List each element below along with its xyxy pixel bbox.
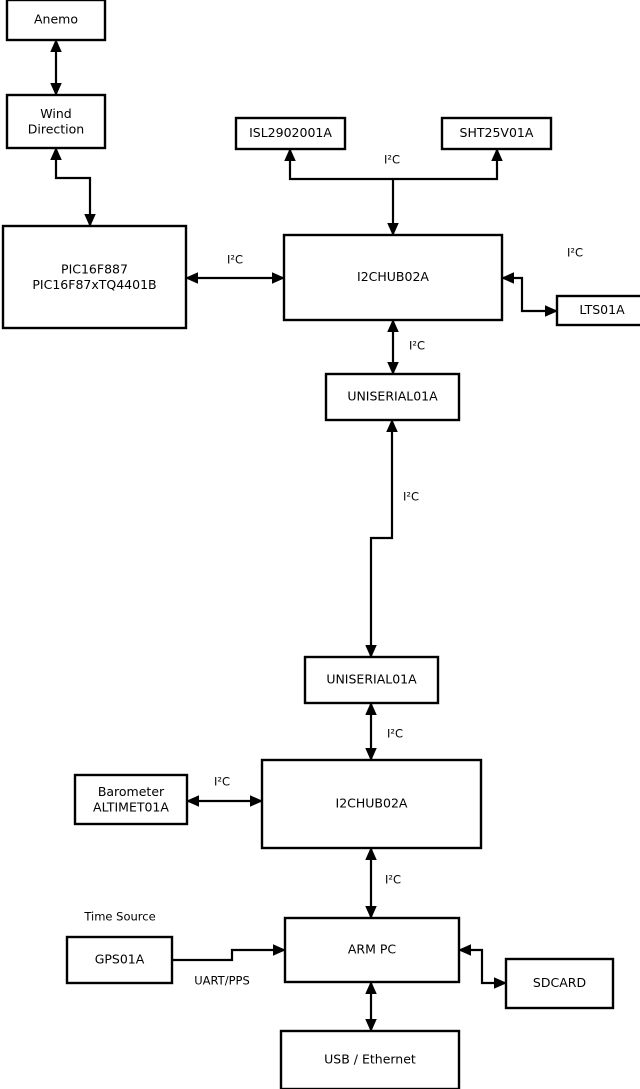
edge-line: [50, 146, 96, 228]
node-label-isl: ISL2902001A: [249, 125, 332, 140]
node-box-usb_eth[interactable]: [279, 1029, 461, 1089]
node-box-barometer[interactable]: [73, 773, 189, 826]
node-arm_pc[interactable]: ARM PC: [283, 916, 461, 984]
edge-hub-arm: I²C: [365, 846, 401, 920]
node-lts[interactable]: LTS01A: [555, 294, 640, 327]
edge-label-hub-lts: I²C: [567, 246, 583, 260]
edge-arm-sdcard: [457, 944, 508, 989]
node-box-uni_bottom[interactable]: [303, 655, 440, 705]
node-box-isl[interactable]: [234, 116, 347, 151]
node-box-lts[interactable]: [555, 294, 640, 327]
edge-label-hub-uni-top: I²C: [409, 339, 425, 353]
node-label-uni_top: UNISERIAL01A: [347, 389, 438, 404]
edge-hub-lts: I²C: [500, 246, 583, 317]
node-box-pic[interactable]: [1, 224, 188, 330]
edge-line: [500, 272, 559, 317]
edge-uni-uni-long: I²C: [365, 418, 419, 659]
edge-label-barometer-hub: I²C: [214, 775, 230, 789]
node-isl[interactable]: ISL2902001A: [234, 116, 347, 151]
node-label-hub_bottom: I2CHUB02A: [336, 796, 408, 811]
node-box-uni_top[interactable]: [324, 372, 461, 422]
edge-label-hub-isl-sht: I²C: [384, 153, 400, 167]
node-hub_bottom[interactable]: I2CHUB02A: [260, 758, 483, 850]
node-label-anemo: Anemo: [34, 12, 78, 27]
free-labels-layer: Time Source: [83, 910, 155, 924]
edge-label-uni-uni-long: I²C: [403, 490, 419, 504]
edge-hub-isl-sht: I²C: [284, 147, 503, 181]
edges-layer: I²C I²C I²C I²C I²C I²C I²C I²C UART/PPS: [50, 38, 583, 1033]
edge-label-gps-arm: UART/PPS: [194, 974, 250, 988]
node-hub_top[interactable]: I2CHUB02A: [282, 233, 504, 322]
node-box-hub_top[interactable]: [282, 233, 504, 322]
free-label-time_source: Time Source: [83, 910, 155, 924]
node-box-hub_bottom[interactable]: [260, 758, 483, 850]
edge-line: [365, 418, 398, 659]
node-anemo[interactable]: Anemo: [5, 0, 107, 42]
edge-uni-hub-bottom: I²C: [365, 701, 403, 762]
edge-hub-uni-top: I²C: [387, 318, 425, 376]
node-box-anemo[interactable]: [5, 0, 107, 42]
edge-pic-hub: I²C: [184, 253, 286, 284]
node-sdcard[interactable]: SDCARD: [504, 957, 615, 1010]
node-label-hub_top: I2CHUB02A: [357, 269, 429, 284]
node-label-sdcard: SDCARD: [533, 975, 586, 990]
edge-label-uni-hub-bottom: I²C: [387, 727, 403, 741]
node-gps[interactable]: GPS01A: [65, 935, 174, 985]
edge-line: [172, 944, 287, 962]
edge-label-hub-arm: I²C: [385, 873, 401, 887]
node-sht[interactable]: SHT25V01A: [440, 116, 553, 151]
node-box-sht[interactable]: [440, 116, 553, 151]
node-label-sht: SHT25V01A: [460, 125, 534, 140]
node-label-usb_eth: USB / Ethernet: [324, 1052, 416, 1067]
node-label-gps: GPS01A: [95, 952, 145, 967]
node-box-sdcard[interactable]: [504, 957, 615, 1010]
node-label-uni_bottom: UNISERIAL01A: [326, 672, 417, 687]
node-uni_bottom[interactable]: UNISERIAL01A: [303, 655, 440, 705]
node-usb_eth[interactable]: USB / Ethernet: [279, 1029, 461, 1089]
edge-label-pic-hub: I²C: [227, 253, 243, 267]
node-label-arm_pc: ARM PC: [348, 942, 397, 957]
node-label-lts: LTS01A: [579, 302, 625, 317]
node-box-arm_pc[interactable]: [283, 916, 461, 984]
edge-wind-pic: [50, 146, 96, 228]
edge-line: [457, 944, 508, 989]
node-box-gps[interactable]: [65, 935, 174, 985]
edge-barometer-hub: I²C: [185, 775, 264, 807]
node-uni_top[interactable]: UNISERIAL01A: [324, 372, 461, 422]
edge-gps-arm: UART/PPS: [172, 944, 287, 988]
node-box-wind_dir[interactable]: [5, 93, 107, 150]
